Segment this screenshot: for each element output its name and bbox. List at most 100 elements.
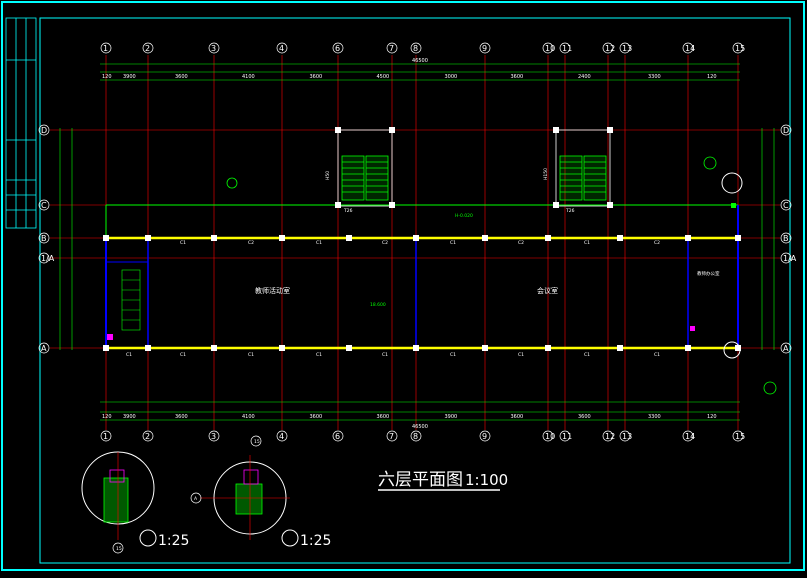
column [211, 345, 217, 351]
axis-label: 9 [482, 44, 487, 53]
column [346, 235, 352, 241]
column [389, 202, 395, 208]
magenta-marker [731, 203, 736, 208]
axis-bubble [38, 232, 50, 244]
svg-text:15: 15 [254, 439, 260, 445]
column [607, 202, 613, 208]
axis-label: A [783, 344, 789, 353]
window-label: C1 [180, 352, 186, 358]
overall-dimension-bottom: 46500 [412, 424, 428, 430]
column [211, 235, 217, 241]
window-label: C1 [316, 240, 322, 246]
axis-label: 1 [103, 44, 108, 53]
window-label: C1 [584, 352, 590, 358]
stair-label: H50 [325, 171, 331, 180]
axis-bubble [682, 430, 694, 442]
column [553, 202, 559, 208]
column [482, 345, 488, 351]
axis-bubble [386, 42, 398, 54]
column [103, 235, 109, 241]
dimension-text: 3600 [310, 414, 323, 420]
axis-label: 4 [279, 44, 284, 53]
column [279, 235, 285, 241]
axis-label: 13 [622, 432, 632, 441]
dimension-text: 3900 [123, 414, 136, 420]
axis-label: 2 [145, 432, 150, 441]
drawing-scale: 1:100 [465, 471, 508, 489]
window-label: C2 [654, 240, 660, 246]
axis-bubble [602, 42, 614, 54]
axis-label: 1/A [783, 254, 797, 263]
axis-bubble [780, 252, 792, 264]
axis-label: 10 [545, 432, 555, 441]
window-label: C1 [654, 352, 660, 358]
column [346, 345, 352, 351]
magenta-marker [690, 326, 695, 331]
column [335, 202, 341, 208]
axis-bubble [780, 199, 792, 211]
axis-bubble [276, 430, 288, 442]
inner-frame [39, 17, 791, 564]
dimension-text: 120 [102, 414, 112, 420]
stair-label: T26 [565, 208, 575, 214]
axis-bubble [780, 342, 792, 354]
dimension-text: 120 [102, 74, 112, 80]
axis-label: C [41, 201, 47, 210]
top-dimension-lines [100, 63, 740, 81]
column [145, 235, 151, 241]
dimension-text: 3600 [175, 74, 188, 80]
axis-label: B [41, 234, 47, 243]
column [389, 127, 395, 133]
magenta-marker [107, 334, 113, 340]
axis-bubble [410, 42, 422, 54]
drawing-title: 六层平面图 [378, 470, 463, 490]
column [617, 235, 623, 241]
column [553, 127, 559, 133]
axis-bubble [619, 42, 631, 54]
detail-1: 15 1:25 [81, 451, 189, 554]
axis-label: 11 [562, 432, 572, 441]
index-marker [763, 381, 777, 395]
column [545, 345, 551, 351]
dimension-text: 3600 [511, 414, 524, 420]
axis-label: 14 [685, 44, 695, 53]
column [482, 235, 488, 241]
column [607, 127, 613, 133]
column [413, 345, 419, 351]
axis-label: 2 [145, 44, 150, 53]
window-label: C2 [382, 240, 388, 246]
dimension-text: 3300 [648, 74, 661, 80]
elevation-label: 18.600 [370, 302, 386, 308]
axis-bubble [38, 342, 50, 354]
dimension-text: 4500 [377, 74, 390, 80]
room-label-meeting: 会议室 [537, 286, 558, 295]
window-label: C1 [382, 352, 388, 358]
window-label: C1 [248, 352, 254, 358]
dimension-text: 3000 [445, 74, 458, 80]
column [413, 235, 419, 241]
axis-label: 11 [562, 44, 572, 53]
axis-bubble [208, 430, 220, 442]
dimension-text: 4100 [242, 74, 255, 80]
bottom-dimension-lines [100, 401, 740, 421]
window-label: C2 [248, 240, 254, 246]
axis-label: 6 [335, 432, 340, 441]
window-label: C2 [518, 240, 524, 246]
axis-bubble [100, 42, 112, 54]
axis-label: D [783, 126, 789, 135]
axis-bubble [780, 232, 792, 244]
svg-text:15: 15 [116, 546, 122, 552]
axis-bubble [682, 42, 694, 54]
axis-label: 1/A [41, 254, 55, 263]
axis-bubble [559, 430, 571, 442]
section-marker [721, 172, 743, 194]
stair-label: T26 [343, 208, 353, 214]
column [685, 345, 691, 351]
axis-label: 10 [545, 44, 555, 53]
column [735, 235, 741, 241]
dimension-text: 3600 [511, 74, 524, 80]
